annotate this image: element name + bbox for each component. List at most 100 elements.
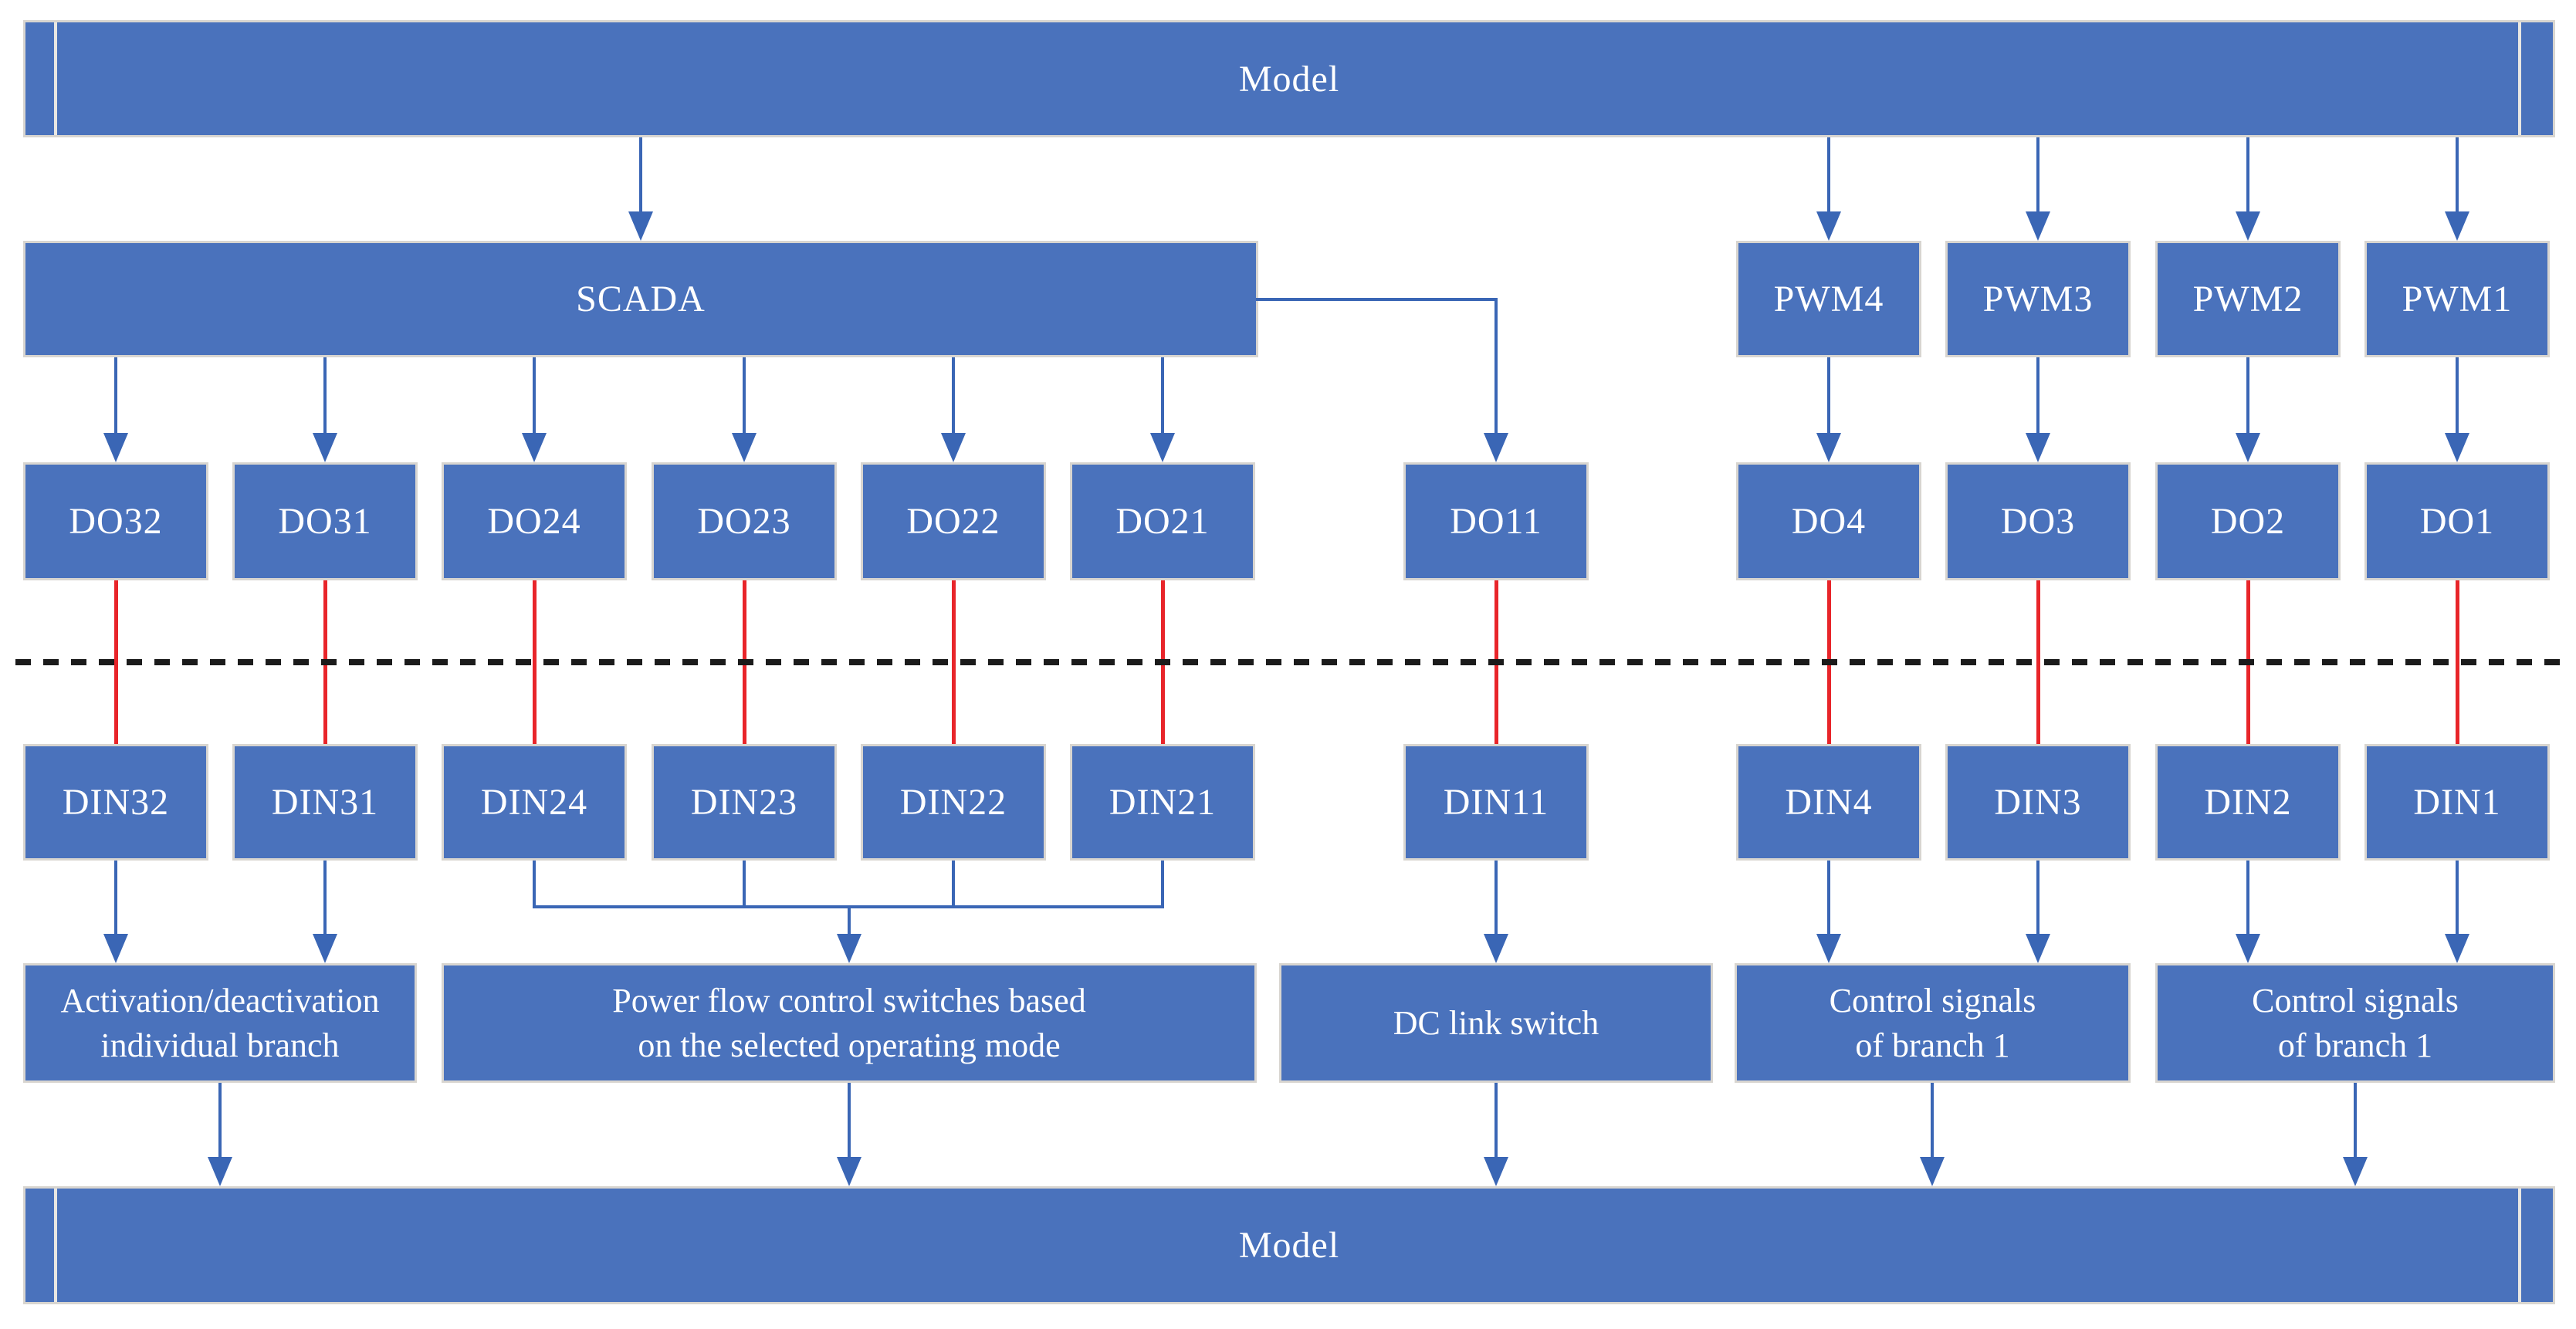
scada-block: SCADA — [23, 241, 1258, 357]
arrow-powerflow-model-head — [837, 1157, 861, 1186]
arrow-scada-do22-head — [941, 433, 966, 462]
arrow-model-pwm3-head — [2026, 211, 2050, 241]
bus-merge-head — [837, 934, 861, 963]
arrow-scada-do23-head — [732, 433, 757, 462]
bus-din24-stub — [533, 861, 536, 908]
do22-label: DO22 — [906, 501, 1000, 542]
arrow-din2-out-stem — [2246, 861, 2249, 934]
arrow-dclink-model-head — [1484, 1157, 1508, 1186]
do23-label: DO23 — [697, 501, 791, 542]
output-ctrl2-block: Control signals of branch 1 — [2155, 963, 2555, 1083]
bus-din21-stub — [1161, 861, 1164, 908]
din23-block: DIN23 — [652, 744, 837, 861]
arrow-model-pwm1-head — [2445, 211, 2469, 241]
arrow-scada-do24-head — [522, 433, 547, 462]
arrow-scada-do21-stem — [1161, 357, 1164, 433]
do3-block: DO3 — [1945, 462, 2131, 580]
output-ctrl1-block: Control signals of branch 1 — [1735, 963, 2131, 1083]
arrow-model-pwm1-stem — [2456, 137, 2459, 211]
arrow-model-pwm2-stem — [2246, 137, 2249, 211]
arrow-pwm2-do2-stem — [2246, 357, 2249, 433]
do4-block: DO4 — [1736, 462, 1921, 580]
do32-block: DO32 — [23, 462, 208, 580]
output-powerflow-block: Power flow control switches based on the… — [442, 963, 1257, 1083]
output-powerflow-line1: Power flow control switches based — [612, 982, 1086, 1020]
arrow-pwm3-do3-head — [2026, 433, 2050, 462]
din1-label: DIN1 — [2413, 782, 2501, 823]
top-model-bar: Model — [23, 20, 2555, 137]
arrow-pwm1-do1-stem — [2456, 357, 2459, 433]
do23-block: DO23 — [652, 462, 837, 580]
output-ctrl2-line1: Control signals — [2252, 982, 2459, 1020]
scada-label: SCADA — [576, 279, 706, 320]
bottom-model-bar: Model — [23, 1186, 2555, 1304]
arrow-din4-out-head — [1816, 934, 1841, 963]
arrow-model-pwm2-head — [2236, 211, 2260, 241]
pwm3-block: PWM3 — [1945, 241, 2131, 357]
output-dclink-line1: DC link switch — [1393, 1003, 1599, 1042]
arrow-din1-out-head — [2445, 934, 2469, 963]
arrow-din3-out-stem — [2036, 861, 2039, 934]
do22-block: DO22 — [861, 462, 1046, 580]
top-model-label: Model — [1238, 58, 1340, 100]
arrow-scada-do31-head — [313, 433, 337, 462]
pwm2-block: PWM2 — [2155, 241, 2341, 357]
bottom-model-label: Model — [1238, 1225, 1340, 1266]
output-ctrl1-line2: of branch 1 — [1855, 1026, 2010, 1064]
bar-divider-left — [54, 1189, 57, 1302]
do32-label: DO32 — [69, 501, 163, 542]
din1-block: DIN1 — [2364, 744, 2550, 861]
bus-merge-stem — [848, 908, 851, 934]
arrow-din4-out-stem — [1827, 861, 1830, 934]
do1-block: DO1 — [2364, 462, 2550, 580]
arrow-powerflow-model-stem — [848, 1083, 851, 1157]
arrow-scada-do32-head — [103, 433, 128, 462]
do31-block: DO31 — [232, 462, 418, 580]
pwm4-block: PWM4 — [1736, 241, 1921, 357]
do21-block: DO21 — [1070, 462, 1255, 580]
bar-divider-left — [54, 22, 57, 135]
do2-block: DO2 — [2155, 462, 2341, 580]
do4-label: DO4 — [1791, 501, 1867, 542]
arrow-model-pwm4-stem — [1827, 137, 1830, 211]
din3-label: DIN3 — [1994, 782, 2082, 823]
din32-block: DIN32 — [23, 744, 208, 861]
do31-label: DO31 — [278, 501, 372, 542]
bus-din23-stub — [743, 861, 746, 908]
arrow-pwm4-do4-stem — [1827, 357, 1830, 433]
din32-label: DIN32 — [62, 782, 170, 823]
do24-block: DO24 — [442, 462, 627, 580]
pwm1-label: PWM1 — [2402, 279, 2513, 320]
arrow-model-pwm3-stem — [2036, 137, 2039, 211]
din21-label: DIN21 — [1109, 782, 1217, 823]
output-powerflow-line2: on the selected operating mode — [638, 1026, 1061, 1064]
do3-label: DO3 — [2000, 501, 2076, 542]
output-activation-line2: individual branch — [100, 1026, 340, 1064]
din2-block: DIN2 — [2155, 744, 2341, 861]
din21-block: DIN21 — [1070, 744, 1255, 861]
arrow-din32-out-head — [103, 934, 128, 963]
arrow-dclink-model-stem — [1494, 1083, 1498, 1157]
din3-block: DIN3 — [1945, 744, 2131, 861]
do1-label: DO1 — [2419, 501, 2495, 542]
din23-label: DIN23 — [690, 782, 798, 823]
arrow-ctrl2-model-head — [2343, 1157, 2368, 1186]
bus-horizontal-line — [533, 905, 1164, 908]
pwm3-label: PWM3 — [1982, 279, 2094, 320]
pwm2-label: PWM2 — [2192, 279, 2304, 320]
arrow-model-scada-stem — [639, 137, 642, 211]
output-activation-block: Activation/deactivation individual branc… — [23, 963, 417, 1083]
arrow-din11-out-head — [1484, 934, 1508, 963]
arrow-ctrl2-model-stem — [2354, 1083, 2357, 1157]
bus-din22-stub — [952, 861, 955, 908]
din11-label: DIN11 — [1443, 782, 1549, 823]
arrow-model-scada-head — [628, 211, 653, 241]
pwm1-block: PWM1 — [2364, 241, 2550, 357]
do24-label: DO24 — [487, 501, 581, 542]
arrow-pwm3-do3-stem — [2036, 357, 2039, 433]
do2-label: DO2 — [2210, 501, 2286, 542]
arrow-din31-out-head — [313, 934, 337, 963]
arrow-scada-do11-stem — [1494, 298, 1498, 433]
arrow-din3-out-head — [2026, 934, 2050, 963]
